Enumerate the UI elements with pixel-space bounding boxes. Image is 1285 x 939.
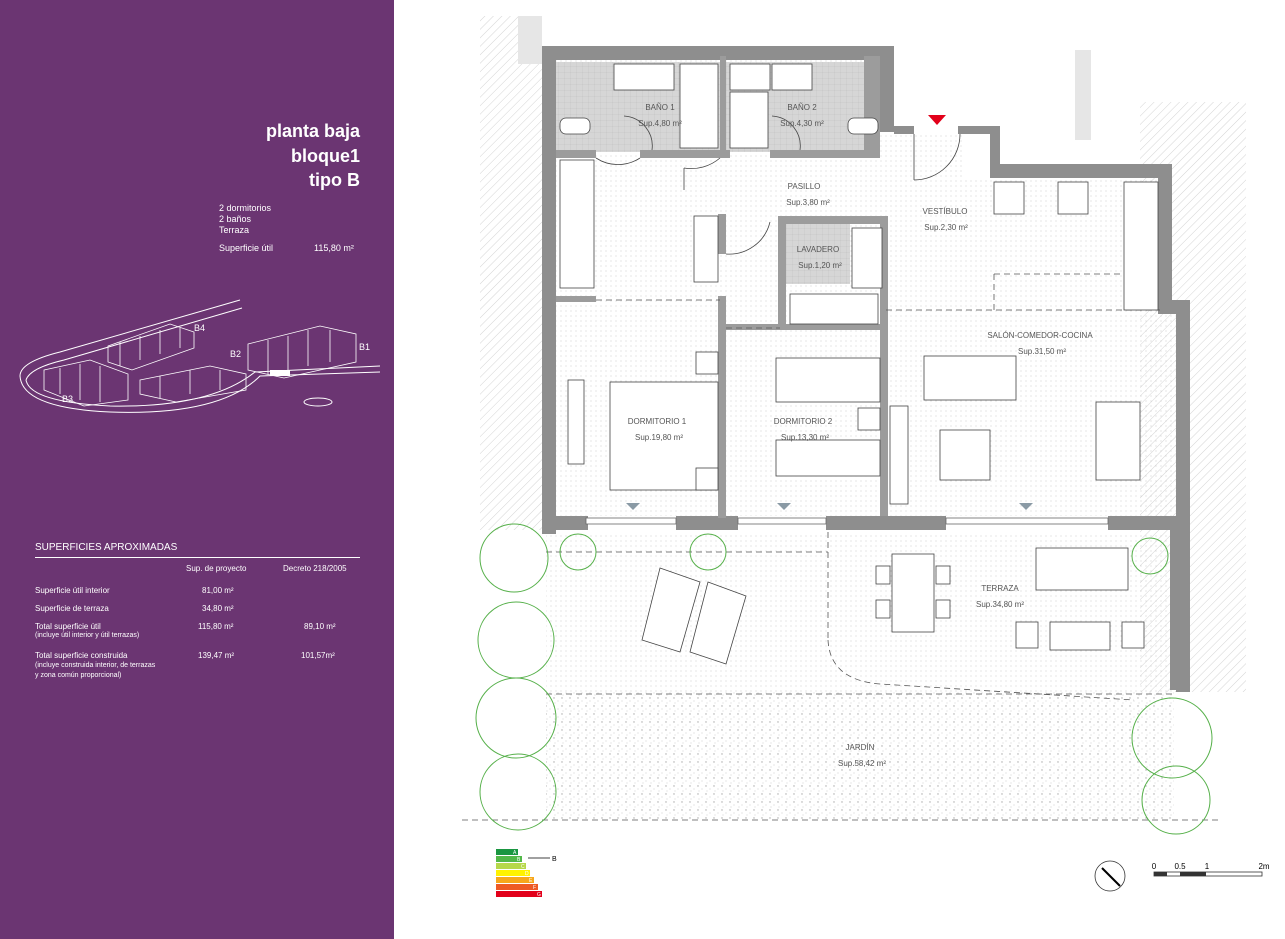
room-name: PASILLO [788, 182, 821, 191]
row-label: Superficie de terraza [35, 604, 109, 613]
room-name: SALÓN-COMEDOR-COCINA [987, 331, 1093, 340]
site-label-b4: B4 [194, 323, 206, 333]
energy-bar-c [496, 863, 526, 869]
energy-bar-e [496, 877, 534, 883]
scale-bar: 0 0.5 1 2m [1152, 862, 1270, 877]
energy-rating-value: B [552, 856, 557, 863]
row-label: Total superficie construida [35, 651, 128, 660]
bathroom-fixtures [559, 63, 1159, 505]
garden-area [546, 692, 1174, 820]
energy-bar-letter: E [529, 878, 533, 884]
scale-tick: 2m [1258, 862, 1269, 871]
entrance-door [913, 133, 961, 181]
energy-bar-letter: A [513, 850, 517, 856]
site-map [19, 299, 381, 413]
north-compass-icon [1094, 860, 1126, 892]
room-area: Sup.13,30 m² [781, 433, 829, 442]
room-name: DORMITORIO 1 [628, 417, 687, 426]
entrance-arrow-icon [928, 115, 946, 125]
row-label: Total superficie útil [35, 622, 101, 631]
room-labels: BAÑO 1 Sup.4,80 m² BAÑO 2 Sup.4,30 m² PA… [628, 103, 1094, 768]
floor-title: planta baja [265, 121, 360, 141]
room-name: BAÑO 2 [787, 103, 817, 112]
scale-tick: 1 [1205, 862, 1210, 871]
energy-bar-g [496, 891, 542, 897]
useful-surface-label: Superficie útil [219, 243, 274, 253]
feature-terrace: Terraza [219, 225, 250, 235]
unit-location-marker [270, 370, 290, 376]
outer-walls [542, 46, 1190, 692]
scale-tick: 0.5 [1174, 862, 1186, 871]
room-area: Sup.3,80 m² [786, 198, 830, 207]
room-area: Sup.31,50 m² [1018, 347, 1066, 356]
energy-bar-b [496, 856, 522, 862]
room-area: Sup.4,30 m² [780, 119, 824, 128]
col-project-header: Sup. de proyecto [186, 564, 247, 573]
trees [475, 523, 1213, 835]
exterior-wall-stub [1075, 50, 1091, 140]
energy-bar-d [496, 870, 530, 876]
room-name: JARDÍN [846, 743, 875, 752]
energy-bar-a [496, 849, 518, 855]
scale-tick: 0 [1152, 862, 1157, 871]
interior-walls [556, 56, 888, 518]
row-project-value: 139,47 m² [198, 651, 235, 660]
row-label: Superficie útil interior [35, 586, 110, 595]
row-note: y zona común proporcional) [35, 672, 122, 679]
room-area: Sup.2,30 m² [924, 223, 968, 232]
row-project-value: 81,00 m² [202, 586, 234, 595]
surfaces-divider [35, 557, 360, 558]
row-note: (incluye construida interior, de terraza… [35, 662, 156, 669]
energy-bar-f [496, 884, 538, 890]
laundry-floor [784, 222, 850, 284]
floor-plan: BAÑO 1 Sup.4,80 m² BAÑO 2 Sup.4,30 m² PA… [462, 16, 1270, 898]
type-title: tipo B [309, 170, 360, 190]
feature-bathrooms: 2 baños [219, 214, 252, 224]
row-project-value: 115,80 m² [198, 622, 234, 631]
energy-bar-letter: F [533, 885, 536, 891]
energy-bar-letter: B [517, 857, 521, 863]
room-name: BAÑO 1 [645, 103, 675, 112]
room-name: LAVADERO [797, 245, 839, 254]
site-label-b3: B3 [62, 394, 74, 404]
dashed-lines [462, 273, 1220, 821]
room-name: TERRAZA [981, 584, 1019, 593]
energy-bar-letter: C [521, 864, 525, 870]
row-note: (incluye útil interior y útil terrazas) [35, 632, 140, 639]
windows [585, 517, 1109, 525]
room-area: Sup.4,80 m² [638, 119, 682, 128]
room-area: Sup.1,20 m² [798, 261, 842, 270]
window-markers [626, 503, 1033, 510]
room-name: VESTÍBULO [923, 207, 968, 216]
col-decree-header: Decreto 218/2005 [283, 564, 347, 573]
room-name: DORMITORIO 2 [774, 417, 833, 426]
room-area: Sup.58,42 m² [838, 759, 886, 768]
info-sidebar: planta baja bloque1 tipo B 2 dormitorios… [0, 0, 394, 939]
site-label-b2: B2 [230, 349, 242, 359]
energy-bar-letter: D [525, 871, 529, 877]
row-project-value: 34,80 m² [202, 604, 234, 613]
useful-surface-value: 115,80 m² [314, 243, 354, 253]
site-label-b1: B1 [359, 342, 371, 352]
feature-bedrooms: 2 dormitorios [219, 203, 272, 213]
terrace-furniture [641, 547, 1145, 665]
room-area: Sup.19,80 m² [635, 433, 683, 442]
block-title: bloque1 [290, 146, 360, 166]
row-decree-value: 89,10 m² [304, 622, 336, 631]
energy-bar-letter: G [537, 892, 541, 898]
room-area: Sup.34,80 m² [976, 600, 1024, 609]
exterior-wall-stub [518, 16, 542, 64]
exterior-hatch-left [480, 16, 542, 530]
row-decree-value: 101,57m² [301, 651, 335, 660]
surfaces-title: SUPERFICIES APROXIMADAS [35, 542, 178, 553]
interior-doors [595, 115, 801, 255]
